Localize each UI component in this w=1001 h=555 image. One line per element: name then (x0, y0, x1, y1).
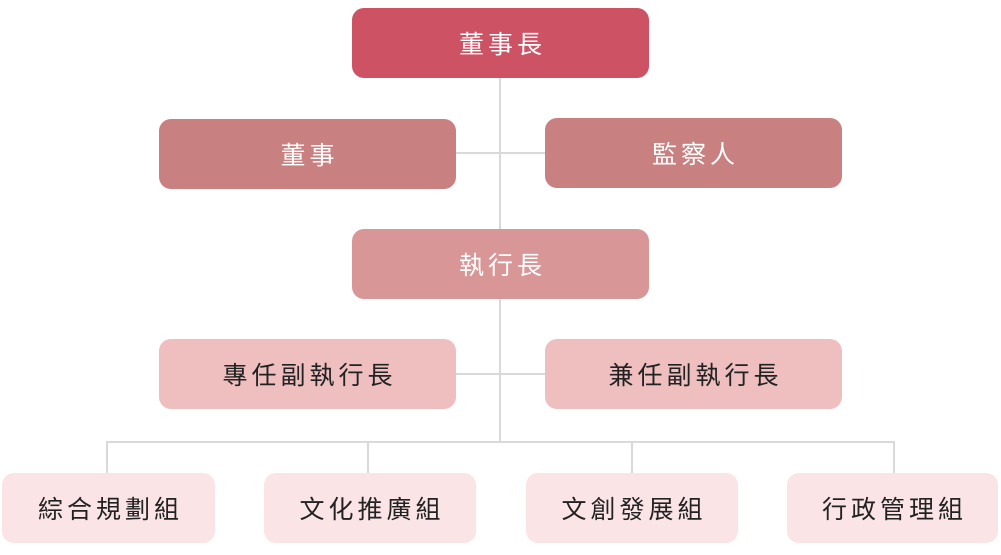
director-box: 董事 (159, 119, 456, 189)
connector-group-drop-4 (893, 441, 895, 474)
connector-deputies-horizontal (455, 373, 546, 375)
parttime-deputy-label: 兼任副執行長 (608, 361, 783, 390)
group-label: 文創發展組 (561, 495, 707, 524)
ceo-label: 執行長 (458, 251, 546, 280)
group-box-creative-development: 文創發展組 (526, 473, 738, 543)
group-label: 綜合規劃組 (37, 495, 183, 524)
group-box-planning: 綜合規劃組 (2, 473, 215, 543)
ceo-box: 執行長 (352, 229, 649, 299)
group-box-culture-promotion: 文化推廣組 (264, 473, 476, 543)
group-label: 行政管理組 (821, 495, 967, 524)
fulltime-deputy-label: 專任副執行長 (222, 361, 397, 390)
chairman-box: 董事長 (352, 8, 649, 78)
connector-trunk-bottom (499, 297, 501, 443)
connector-group-drop-2 (367, 441, 369, 474)
group-box-administration: 行政管理組 (787, 473, 998, 543)
director-label: 董事 (280, 141, 339, 170)
connector-group-drop-1 (106, 441, 108, 474)
connector-groups-horizontal (106, 441, 895, 443)
supervisor-box: 監察人 (545, 118, 842, 188)
supervisor-label: 監察人 (651, 140, 739, 169)
fulltime-deputy-box: 專任副執行長 (159, 339, 456, 409)
parttime-deputy-box: 兼任副執行長 (545, 339, 842, 409)
connector-board-horizontal (455, 152, 546, 154)
chairman-label: 董事長 (458, 30, 546, 59)
group-label: 文化推廣組 (299, 495, 445, 524)
connector-group-drop-3 (631, 441, 633, 474)
